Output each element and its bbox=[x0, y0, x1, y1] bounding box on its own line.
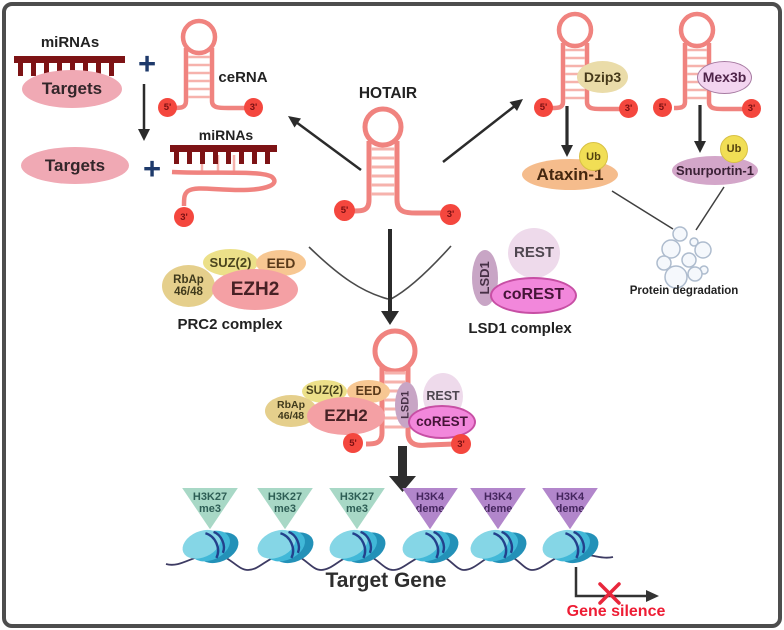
complex-funnel-icon bbox=[308, 245, 452, 300]
mark-top: H3K4 bbox=[415, 491, 445, 503]
mark-top: H3K27 bbox=[339, 491, 375, 503]
plus-sign-2: + bbox=[142, 151, 162, 186]
assembly-ezh2-ellipse: EZH2 bbox=[307, 397, 385, 435]
dzip3-down-arrow-icon bbox=[561, 106, 573, 157]
silencing-arrow-icon bbox=[389, 446, 416, 492]
red-x-icon bbox=[598, 582, 621, 605]
targets-free-ellipse: Targets bbox=[21, 147, 129, 184]
mark-bottom: deme bbox=[415, 502, 445, 515]
rbap-top: RbAp bbox=[173, 273, 204, 286]
mark-bottom: me3 bbox=[198, 502, 222, 515]
degradation-bubbles-icon bbox=[656, 226, 712, 289]
transcription-arrow-icon bbox=[574, 567, 659, 602]
snurportin1-ellipse: Snurportin-1 bbox=[672, 156, 758, 185]
assembly-rbap-top: RbAp bbox=[277, 398, 305, 411]
protein-degradation-label: Protein degradation bbox=[629, 285, 739, 297]
mark-bottom: me3 bbox=[273, 502, 297, 515]
hotair-5prime: 5' bbox=[334, 200, 355, 221]
mark-top: H3K4 bbox=[555, 491, 585, 503]
cerna-3prime: 3' bbox=[244, 98, 263, 117]
mex3b-hairpin-5prime: 5' bbox=[653, 98, 672, 117]
mirna-comb-icon bbox=[14, 56, 125, 76]
dna-strand-icon bbox=[165, 552, 614, 571]
mark-bottom: me3 bbox=[345, 502, 369, 515]
mark-bottom: deme bbox=[483, 502, 513, 515]
mark-top: H3K27 bbox=[192, 491, 228, 503]
mark-bottom: deme bbox=[555, 502, 585, 515]
lsd1-complex-label: LSD1 complex bbox=[468, 320, 572, 337]
corest-ellipse: coREST bbox=[490, 277, 577, 314]
lsd1-label: LSD1 bbox=[477, 261, 493, 295]
degradation-lines-icon bbox=[611, 186, 725, 231]
ub-badge-ataxin: Ub bbox=[579, 142, 608, 171]
rest-ellipse: REST bbox=[508, 228, 560, 278]
dzip3-hairpin-3prime: 3' bbox=[619, 99, 638, 118]
cerna-hairpin-icon bbox=[171, 18, 247, 111]
hotair-hairpin-icon bbox=[353, 106, 442, 216]
assembly-rbap-bottom: 46/48 bbox=[277, 410, 305, 422]
ub-badge-snurportin: Ub bbox=[720, 135, 748, 163]
cerna-5prime: 5' bbox=[158, 98, 177, 117]
assembly-corest-ellipse: coREST bbox=[408, 405, 476, 439]
cerna-label: ceRNA bbox=[218, 69, 268, 86]
mex3b-down-arrow-icon bbox=[694, 105, 706, 153]
assembly-5prime: 5' bbox=[343, 433, 363, 453]
targets-ellipse: Targets bbox=[22, 70, 122, 108]
ezh2-ellipse: EZH2 bbox=[212, 269, 298, 310]
mirnas-label: miRNAs bbox=[40, 34, 100, 51]
arrow-to-degradation-icon bbox=[442, 99, 523, 163]
assembly-3prime: 3' bbox=[451, 434, 471, 454]
mark-top: H3K4 bbox=[483, 491, 513, 503]
dzip3-ellipse: Dzip3 bbox=[577, 61, 628, 93]
hotair-down-arrow-icon bbox=[381, 229, 399, 325]
hotair-label: HOTAIR bbox=[358, 85, 418, 102]
plus-sign: + bbox=[137, 46, 157, 81]
rbap-bottom: 46/48 bbox=[174, 286, 203, 298]
hotair-3prime: 3' bbox=[440, 204, 461, 225]
mark-top: H3K27 bbox=[267, 491, 303, 503]
bound-mirna-3prime: 3' bbox=[174, 207, 194, 227]
target-gene-label: Target Gene bbox=[325, 569, 447, 592]
mirna-bound-comb-icon bbox=[170, 145, 277, 207]
mex3b-ellipse: Mex3b bbox=[697, 61, 752, 94]
down-arrow-icon bbox=[138, 84, 150, 141]
mirnas-bound-label: miRNAs bbox=[198, 127, 254, 143]
prc2-complex-label: PRC2 complex bbox=[177, 316, 283, 333]
gene-silence-label: Gene silence bbox=[566, 603, 666, 620]
arrow-to-cerna-icon bbox=[288, 116, 362, 172]
nucleosomes bbox=[176, 516, 605, 576]
dzip3-hairpin-5prime: 5' bbox=[534, 98, 553, 117]
mex3b-hairpin-3prime: 3' bbox=[742, 99, 761, 118]
